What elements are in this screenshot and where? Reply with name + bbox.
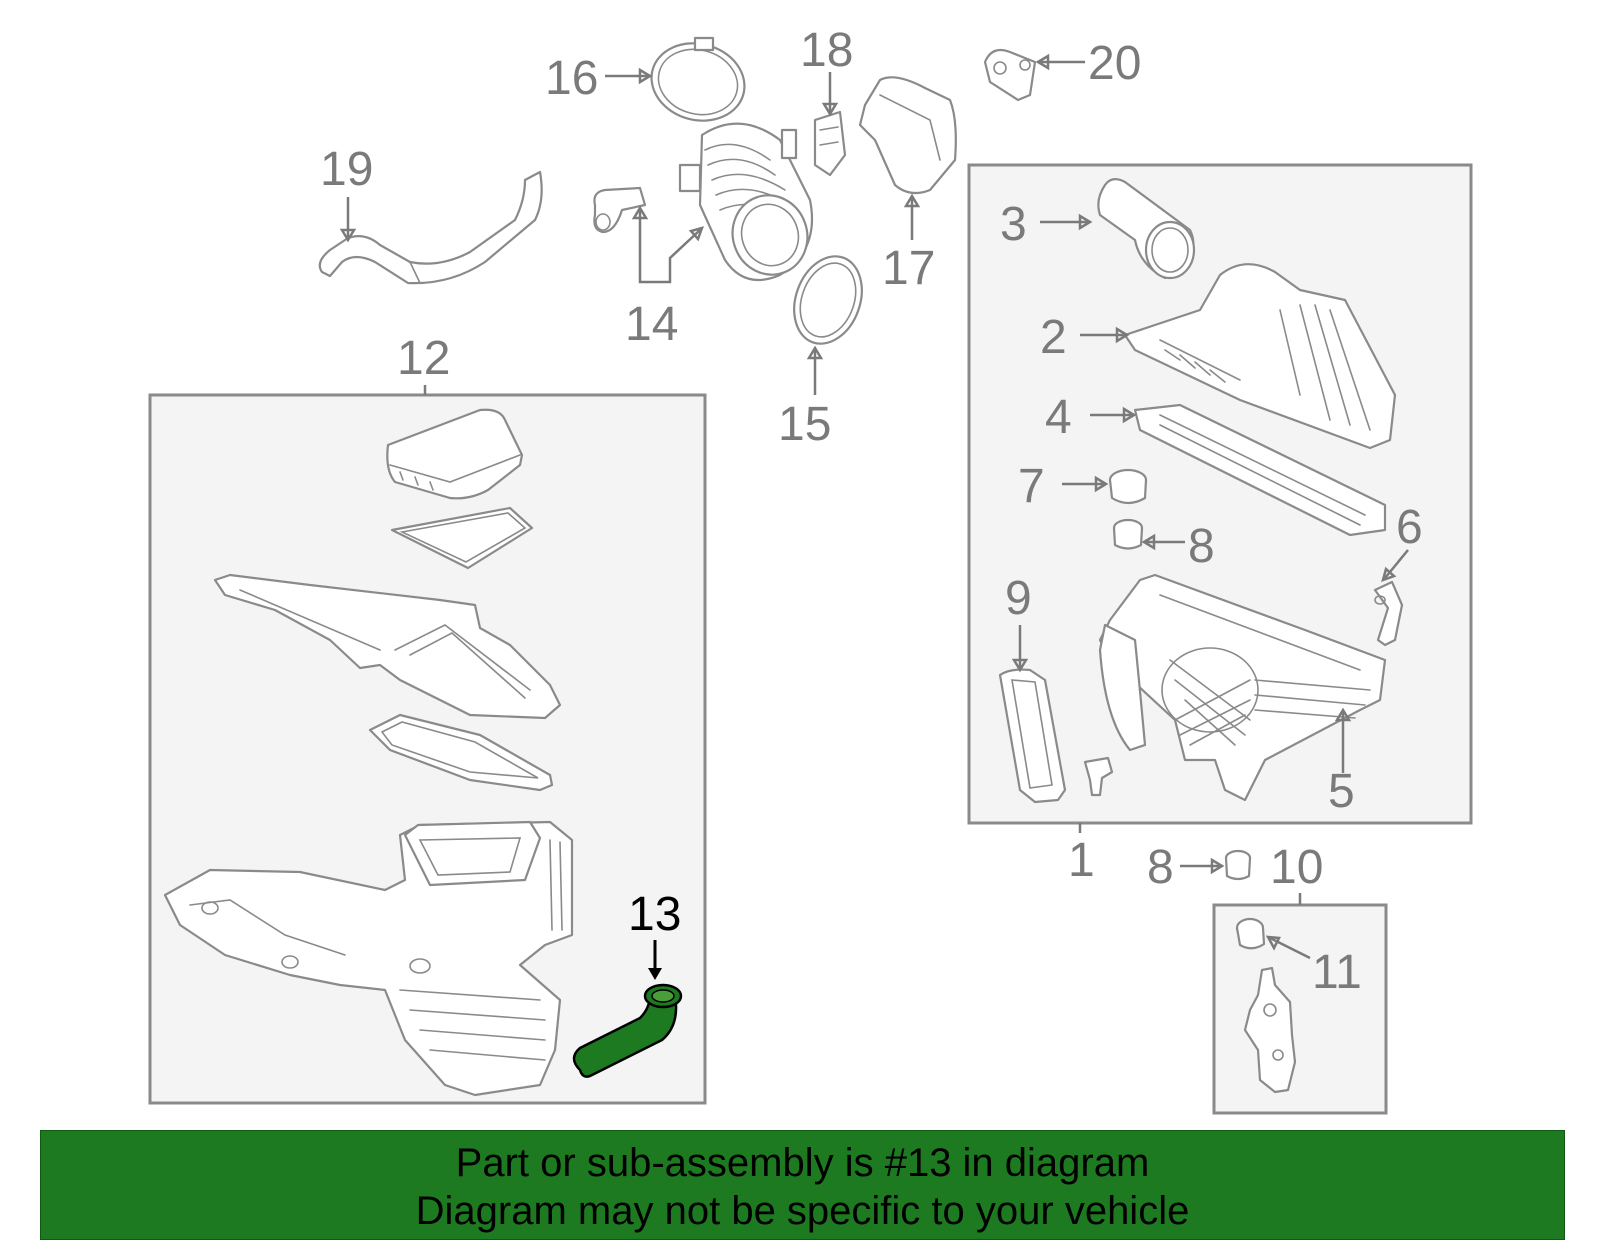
part-4-air-filter[interactable] [1133, 403, 1387, 537]
callout-16: 16 [545, 52, 598, 105]
leader-lines [339, 53, 1409, 980]
part-5-air-cleaner-body[interactable] [1098, 573, 1387, 802]
callout-3: 3 [1000, 198, 1027, 251]
part-12-upper-cover[interactable] [386, 408, 524, 500]
part-15-hose-clamp[interactable] [783, 247, 874, 353]
part-13-drain-hose-highlighted[interactable] [572, 983, 683, 1078]
callout-8-lower: 8 [1147, 841, 1174, 894]
callout-14: 14 [625, 298, 678, 351]
part-2-air-cleaner-cover[interactable] [1123, 263, 1397, 450]
part-12-air-cleaner-lower-body[interactable] [163, 820, 574, 1097]
footer-line-part-number: Part or sub-assembly is #13 in diagram [455, 1141, 1150, 1185]
part-9-seal[interactable] [998, 668, 1067, 804]
callout-1: 1 [1068, 834, 1095, 887]
callout-13: 13 [628, 888, 681, 941]
part-10-bracket[interactable] [1243, 966, 1297, 1094]
callout-10: 10 [1270, 841, 1323, 894]
callout-9: 9 [1005, 572, 1032, 625]
part-16-hose-clamp[interactable] [643, 33, 753, 131]
part-12-gasket-upper[interactable] [390, 506, 534, 570]
callout-18: 18 [800, 24, 853, 77]
part-17-resonator[interactable] [858, 76, 957, 195]
part-19-breather-hose[interactable] [318, 170, 543, 285]
part-20-bracket[interactable] [983, 48, 1037, 102]
callout-5: 5 [1328, 765, 1355, 818]
highlight-footer-banner: Part or sub-assembly is #13 in diagram D… [40, 1130, 1565, 1240]
part-8-grommet-upper[interactable] [1112, 518, 1144, 550]
callout-numbers: 16 18 20 19 14 17 15 12 3 2 4 7 8 6 9 5 … [320, 24, 1423, 999]
part-7-grommet[interactable] [1108, 468, 1148, 505]
part-3-air-duct[interactable] [1097, 178, 1196, 280]
callout-7: 7 [1018, 460, 1045, 513]
part-18-sensor[interactable] [813, 110, 847, 177]
part-5-clip[interactable] [1083, 756, 1114, 797]
callout-17: 17 [882, 242, 935, 295]
callout-6: 6 [1396, 501, 1423, 554]
part-8-grommet-lower[interactable] [1224, 849, 1252, 881]
callout-2: 2 [1040, 311, 1067, 364]
part-11-grommet[interactable] [1235, 917, 1266, 950]
callout-11: 11 [1312, 946, 1362, 999]
callout-20: 20 [1088, 37, 1141, 90]
part-6-bracket[interactable] [1373, 580, 1404, 647]
callout-19: 19 [320, 143, 373, 196]
part-12-air-duct-tray[interactable] [213, 573, 562, 720]
part-14-intake-duct[interactable] [593, 122, 818, 286]
callout-8-upper: 8 [1188, 520, 1215, 573]
callout-12: 12 [397, 332, 450, 385]
callout-4: 4 [1045, 391, 1072, 444]
part-12-gasket-lower[interactable] [368, 713, 554, 792]
callout-15: 15 [778, 398, 831, 451]
footer-line-disclaimer: Diagram may not be specific to your vehi… [415, 1189, 1190, 1233]
